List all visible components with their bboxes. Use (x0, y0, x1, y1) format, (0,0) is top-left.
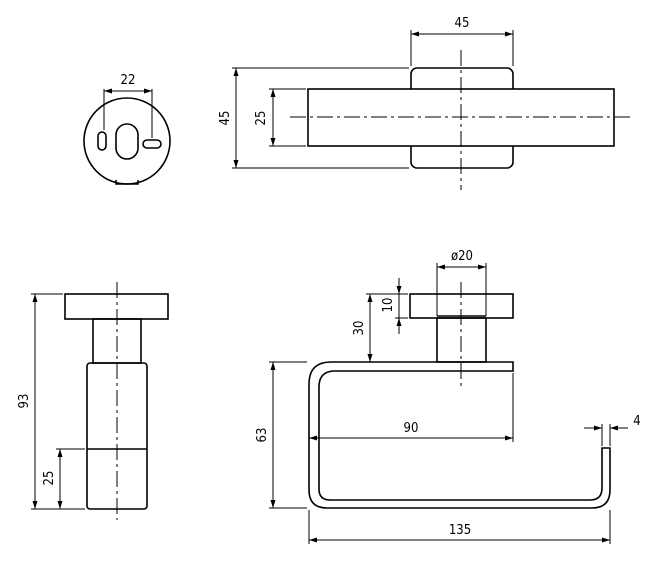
front-view: ø20 10 30 63 90 4 (255, 249, 641, 544)
side-view: 93 25 (17, 282, 169, 520)
side-dim-93: 93 (17, 394, 32, 409)
rosette-bottom-notch (115, 180, 139, 185)
front-dim-135: 135 (449, 523, 471, 538)
front-dim-90: 90 (404, 421, 419, 436)
rosette-dim-22: 22 (121, 73, 136, 88)
rosette-left-slot (97, 131, 107, 151)
rosette-view: 22 (83, 73, 171, 185)
front-dim-10: 10 (381, 298, 396, 313)
front-dim-4: 4 (633, 414, 640, 429)
rosette-outline (83, 97, 171, 185)
front-dim-diameter: ø20 (451, 249, 473, 264)
top-dim-25-height: 25 (254, 111, 269, 126)
front-dim-63: 63 (255, 428, 270, 443)
top-view: 45 45 25 (218, 16, 633, 190)
rosette-right-slot (142, 139, 162, 149)
front-dim-30: 30 (352, 321, 367, 336)
top-dim-45-width: 45 (455, 16, 470, 31)
side-dim-25: 25 (42, 471, 57, 486)
rosette-center-slot (115, 123, 139, 160)
top-dim-45-height: 45 (218, 111, 233, 126)
front-arm (308, 361, 611, 509)
